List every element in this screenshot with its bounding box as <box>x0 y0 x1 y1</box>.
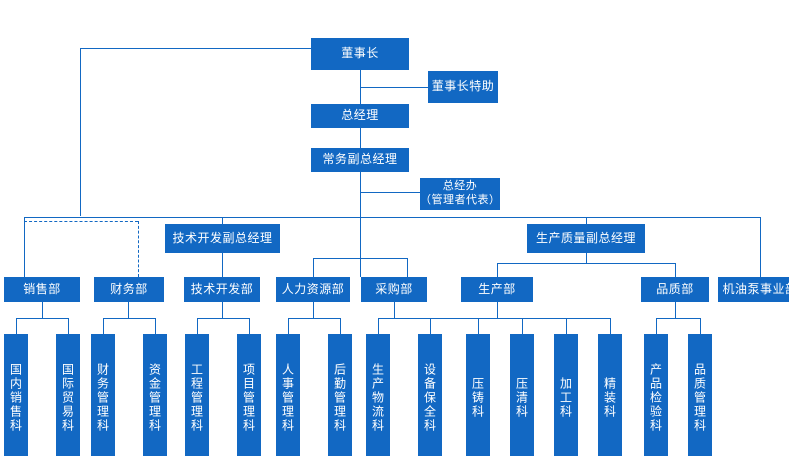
connector-pqdeputy-drop <box>586 253 587 263</box>
connector-production-c4 <box>610 318 611 334</box>
node-finishing-assembly-section[interactable]: 精装科 <box>598 334 622 456</box>
connector-hr-h <box>288 318 340 319</box>
connector-purchasing-c2 <box>430 318 431 334</box>
node-gm-office-line2: （管理者代表） <box>420 194 501 206</box>
connector-quality-down <box>675 302 676 318</box>
connector-sales-c2 <box>68 318 69 334</box>
node-tech-dev-deputy-gm[interactable]: 技术开发副总经理 <box>165 224 280 253</box>
node-chairman-assistant[interactable]: 董事长特助 <box>428 71 498 103</box>
connector-quality-c2 <box>700 318 701 334</box>
node-production-logistics-section[interactable]: 生产物流科 <box>366 334 390 456</box>
connector-gm-exec <box>360 128 361 148</box>
connector-chairman-assistant-h <box>360 87 428 88</box>
node-quality-management-section[interactable]: 品质管理科 <box>688 334 712 456</box>
node-cleaning-section[interactable]: 压清科 <box>510 334 534 456</box>
connector-finance-down <box>128 302 129 318</box>
node-quality-dept[interactable]: 品质部 <box>641 277 709 302</box>
connector-sales-h <box>16 318 68 319</box>
connector-main-bus <box>24 217 760 218</box>
connector-production-c3 <box>566 318 567 334</box>
node-general-manager[interactable]: 总经理 <box>311 104 409 128</box>
node-engineering-management-section[interactable]: 工程管理科 <box>185 334 209 456</box>
connector-production-h <box>430 318 610 319</box>
connector-production-c2 <box>522 318 523 334</box>
node-finance-management-section[interactable]: 财务管理科 <box>91 334 115 456</box>
connector-sales-c1 <box>16 318 17 334</box>
connector-pqdeputy-h <box>497 263 675 264</box>
node-production-quality-deputy-gm[interactable]: 生产质量副总经理 <box>527 224 645 253</box>
connector-sales-down <box>42 302 43 318</box>
node-hr-dept[interactable]: 人力资源部 <box>276 277 350 302</box>
node-oil-pump-division[interactable]: 机油泵事业部 <box>718 277 789 302</box>
node-chairman[interactable]: 董事长 <box>311 38 409 70</box>
connector-hr-purchasing-h <box>313 258 407 259</box>
connector-techdeputy-techdept <box>222 253 223 277</box>
node-logistics-management-section[interactable]: 后勤管理科 <box>328 334 352 456</box>
connector-techdev-down <box>222 302 223 318</box>
node-capital-management-section[interactable]: 资金管理科 <box>143 334 167 456</box>
connector-purchasing-h <box>378 318 430 319</box>
connector-exec-office-v <box>360 172 361 192</box>
connector-quality-h <box>656 318 700 319</box>
connector-chairman-left-v <box>80 48 81 216</box>
connector-finance-c1 <box>103 318 104 334</box>
connector-dashed-v <box>138 221 139 277</box>
connector-hr-drop <box>313 258 314 277</box>
connector-production-down <box>497 302 498 318</box>
node-executive-deputy-gm[interactable]: 常务副总经理 <box>311 148 409 172</box>
node-product-inspection-section[interactable]: 产品检验科 <box>644 334 668 456</box>
node-tech-dev-dept[interactable]: 技术开发部 <box>184 277 260 302</box>
connector-exec-office-h <box>360 192 420 193</box>
connector-hr-c1 <box>288 318 289 334</box>
node-international-trade-section[interactable]: 国际贸易科 <box>56 334 80 456</box>
connector-bus-sales <box>24 217 25 277</box>
connector-hr-c2 <box>340 318 341 334</box>
node-sales-dept[interactable]: 销售部 <box>4 277 80 302</box>
connector-techdev-h <box>197 318 249 319</box>
connector-finance-c2 <box>155 318 156 334</box>
connector-quality-drop <box>675 263 676 277</box>
node-production-dept[interactable]: 生产部 <box>461 277 533 302</box>
node-machining-section[interactable]: 加工科 <box>554 334 578 456</box>
node-purchasing-dept[interactable]: 采购部 <box>361 277 427 302</box>
connector-chairman-assistant-v <box>360 70 361 87</box>
connector-techdev-c1 <box>197 318 198 334</box>
connector-bus-oilpump <box>760 217 761 277</box>
node-equipment-maintenance-section[interactable]: 设备保全科 <box>418 334 442 456</box>
connector-hr-down <box>313 302 314 318</box>
connector-exec-down <box>360 192 361 217</box>
connector-chairman-left-h <box>80 48 360 49</box>
node-personnel-management-section[interactable]: 人事管理科 <box>276 334 300 456</box>
node-gm-office-line1: 总经办 <box>442 180 478 193</box>
connector-purchasing-down <box>394 302 395 318</box>
connector-quality-c1 <box>656 318 657 334</box>
connector-production-drop <box>497 263 498 277</box>
node-die-casting-section[interactable]: 压铸科 <box>466 334 490 456</box>
node-domestic-sales-section[interactable]: 国内销售科 <box>4 334 28 456</box>
connector-purchasing-c1 <box>378 318 379 334</box>
node-project-management-section[interactable]: 项目管理科 <box>237 334 261 456</box>
node-gm-office[interactable]: 总经办 （管理者代表） <box>420 178 500 210</box>
connector-finance-h <box>103 318 155 319</box>
node-finance-dept[interactable]: 财务部 <box>94 277 164 302</box>
connector-dashed-h <box>24 221 138 222</box>
connector-bus-hr <box>360 217 361 277</box>
connector-production-c1 <box>478 318 479 334</box>
connector-techdev-c2 <box>249 318 250 334</box>
connector-purchasing-drop <box>407 258 408 277</box>
